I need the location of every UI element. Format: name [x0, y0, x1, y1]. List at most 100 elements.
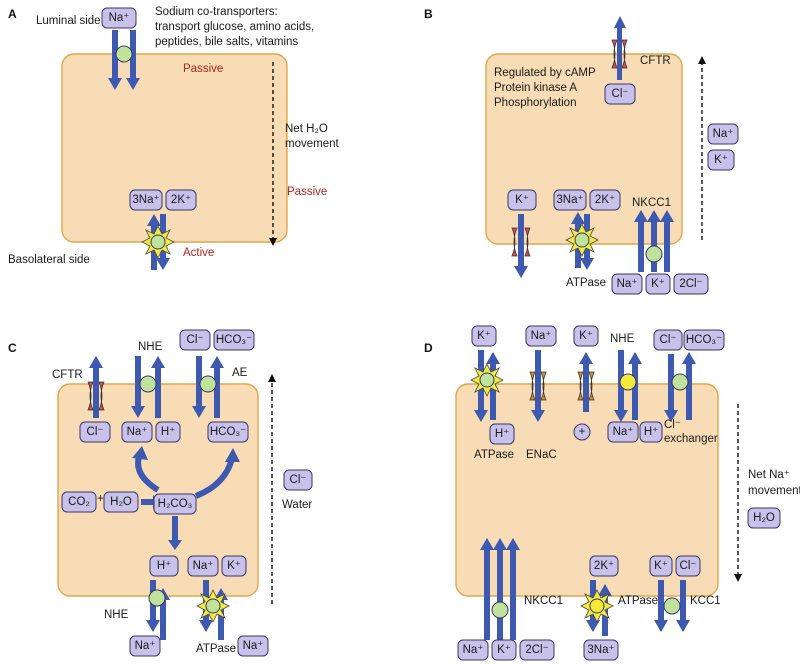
k-label-d-low: K⁺	[654, 560, 668, 572]
secretion-arrowhead	[698, 56, 706, 64]
k-channel-arrow-d	[579, 352, 593, 412]
k-box-d-top2	[573, 325, 599, 347]
na-out-box-c-1	[129, 635, 161, 657]
net-h2o-arrowhead	[269, 238, 277, 246]
cotransport-line-2: transport glucose, amino acids,	[155, 21, 314, 33]
water-label-c: Water	[282, 499, 312, 511]
hco3-box-c-in	[207, 421, 249, 443]
panel-a: A Luminal side Sodium co-transporters: t…	[8, 6, 339, 270]
k-box-b-channel	[507, 189, 537, 211]
ae-disc-c	[199, 375, 217, 393]
cl-box-d-low	[675, 555, 701, 577]
cftr-label-b: CFTR	[640, 55, 671, 67]
h2co3-down-arrow-c	[168, 516, 182, 550]
k2-box-d	[589, 555, 619, 577]
active-label: Active	[183, 247, 214, 259]
hco3-label-c-in: HCO₃⁻	[210, 426, 246, 438]
kcc1-arrow-1-d	[654, 580, 668, 632]
panel-d: D K⁺ Na⁺ K⁺ NHE Cl⁻ HCO₃⁻ H⁺ ATPase ENaC…	[424, 325, 800, 661]
cl-box-c-in	[79, 421, 111, 443]
h2o-label-d: H₂O	[753, 512, 775, 524]
na-label-d-top: Na⁺	[531, 330, 552, 342]
na-box-b-right	[707, 123, 739, 145]
k-label-b-right: K⁺	[714, 154, 728, 166]
cftr-label-c: CFTR	[52, 369, 83, 381]
nkcc1-label-b: NKCC1	[632, 197, 671, 209]
hco3-box-d-top	[683, 329, 725, 351]
cl2-label-d: 2Cl⁻	[525, 644, 548, 656]
cl2-label-b: 2Cl⁻	[679, 278, 702, 290]
curve-arrow-left-head-c	[132, 446, 148, 460]
atpase-disc-b	[574, 232, 590, 248]
nkcc1-arrow-3-b	[660, 210, 674, 272]
nhe-low-label-c: NHE	[104, 609, 129, 621]
ae-label-c: AE	[232, 367, 248, 379]
atpase-label-b: ATPase	[566, 277, 606, 289]
basolateral-side-label: Basolateral side	[8, 254, 90, 266]
cl-box-c-top	[179, 329, 211, 351]
cl-box-c-right	[283, 469, 313, 491]
curve-arrow-right-c	[194, 457, 235, 499]
cl-label-c-in: Cl⁻	[87, 426, 104, 438]
hco3-label-c-top: HCO₃⁻	[216, 334, 252, 346]
h2o-label-c: H₂O	[110, 496, 132, 508]
k-label-b-channel: K⁺	[515, 194, 529, 206]
panel-a-letter: A	[8, 7, 17, 21]
h-label-d-atp: H⁺	[495, 428, 509, 440]
regulated-line-1: Regulated by cAMP	[494, 67, 596, 79]
passive-label-1: Passive	[183, 63, 223, 75]
h2co3-box-c	[153, 493, 197, 515]
na3-label-d: 3Na⁺	[587, 644, 614, 656]
k2-box-a	[165, 189, 197, 211]
cl-box-d-top	[653, 329, 683, 351]
k-box-b-right	[707, 149, 735, 171]
na-label-b-right: Na⁺	[713, 128, 734, 140]
nkcc1-arrow-1-b	[634, 210, 648, 272]
net-na-arrowhead	[734, 574, 742, 582]
curve-arrow-right-head-c	[225, 448, 240, 462]
enac-label-d: ENaC	[526, 449, 557, 461]
net-h2o-label: Net H₂O	[285, 123, 328, 135]
nkcc1-arrow-3-d	[506, 538, 520, 640]
cell-a	[61, 53, 288, 243]
k2-label-d: 2K⁺	[594, 560, 614, 572]
cl-label-c-top: Cl⁻	[187, 334, 204, 346]
nhe-top-arrow-up-c	[151, 356, 165, 418]
k-label-b-bottom: K⁺	[651, 278, 665, 290]
hco3-box-c-top	[213, 329, 255, 351]
hco3-label-d-top: HCO₃⁻	[686, 334, 722, 346]
h-atpase-disc-d	[479, 372, 495, 388]
na-out-label-c-1: Na⁺	[135, 640, 156, 652]
nkcc1-label-d: NKCC1	[524, 595, 563, 607]
k2-label-b: 2K⁺	[595, 194, 615, 206]
cl-label-b: Cl⁻	[612, 88, 629, 100]
nhe-top-label-c: NHE	[138, 341, 163, 353]
net-h2o-movement: movement	[285, 138, 339, 150]
na-label-d-bottom: Na⁺	[463, 644, 484, 656]
na-box-c-in	[121, 421, 153, 443]
cotransport-arrow-1	[108, 30, 122, 90]
co2-label-c: CO₂	[68, 496, 90, 508]
cl-label-c-right: Cl⁻	[290, 474, 307, 486]
passive-label-2: Passive	[287, 186, 327, 198]
plus-label-d: +	[579, 426, 586, 438]
nhe-top-arrow-down-c	[131, 356, 145, 418]
h-box-c-in	[155, 421, 181, 443]
nhe-disc-d	[619, 373, 637, 391]
panel-c-letter: C	[8, 341, 17, 355]
panel-b-letter: B	[424, 7, 433, 21]
k-box-c-low	[221, 555, 247, 577]
ae-arrow-up-c	[210, 356, 224, 418]
h-label-d-in: H⁺	[644, 426, 658, 438]
na-box-d-top	[525, 325, 557, 347]
cl-box-b	[604, 83, 636, 105]
na-label-b-bottom: Na⁺	[617, 278, 638, 290]
nkcc1-disc-d	[491, 601, 509, 619]
h-box-d-in	[639, 421, 663, 443]
exchanger-label-d: exchanger	[664, 433, 718, 445]
k-label-d-top2: K⁺	[579, 330, 593, 342]
k-box-d-bottom	[491, 639, 517, 661]
na-box-b-bottom	[611, 273, 643, 295]
h-label-c-low: H⁺	[157, 560, 171, 572]
regulated-line-2: Protein kinase A	[494, 82, 577, 94]
